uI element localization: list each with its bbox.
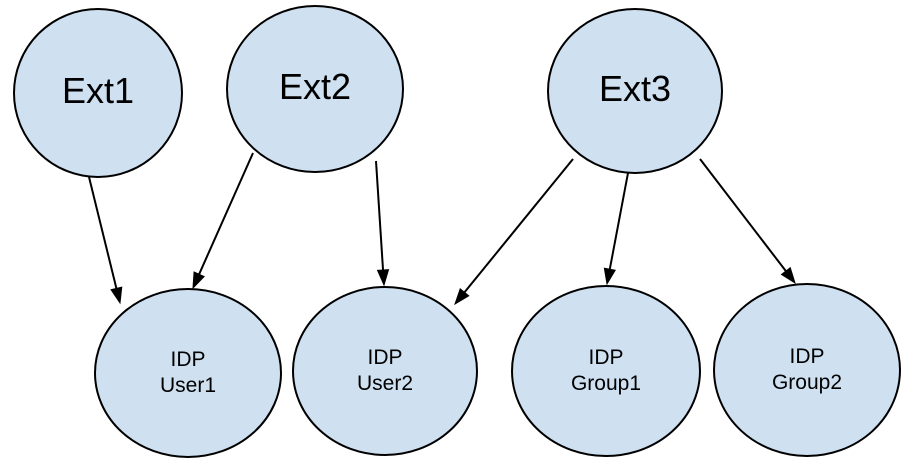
edge-ext2-to-idp-user2[interactable]: Ext2 → IDP User2 — [375, 160, 390, 287]
node-label-line: IDP — [367, 346, 402, 369]
edge-line — [699, 158, 788, 273]
node-ext3[interactable]: Ext3 — [547, 8, 723, 174]
node-label-idp-group2: IDP Group2 — [772, 345, 842, 394]
node-label-line: Group1 — [571, 372, 641, 395]
node-idp-user1[interactable]: IDP User1 — [94, 288, 282, 458]
node-label-line: IDP — [789, 345, 824, 368]
edge-line — [462, 158, 574, 295]
arrowhead-icon — [376, 269, 390, 287]
node-shape-idp-user2 — [292, 286, 478, 456]
node-label-line: User2 — [357, 372, 413, 395]
node-label-line: Ext2 — [279, 66, 351, 107]
edge-ext2-to-idp-user1[interactable]: Ext2 → IDP User1 — [192, 152, 254, 290]
arrowhead-icon — [192, 271, 205, 290]
edge-line — [375, 160, 385, 272]
node-label-line: Ext3 — [599, 68, 671, 109]
edge-ext3-to-idp-group2[interactable]: Ext3 → IDP Group2 — [699, 158, 796, 285]
arrowhead-icon — [780, 266, 796, 285]
node-idp-user2[interactable]: IDP User2 — [292, 286, 478, 456]
node-ext1[interactable]: Ext1 — [13, 8, 183, 178]
arrowhead-icon — [603, 267, 616, 286]
node-label-line: IDP — [588, 346, 623, 369]
edge-line — [197, 152, 254, 277]
node-label-line: Ext1 — [62, 70, 134, 111]
edge-line — [88, 176, 118, 291]
edge-ext3-to-idp-group1[interactable]: Ext3 → IDP Group1 — [603, 172, 629, 286]
node-label-ext1: Ext1 — [62, 70, 134, 111]
arrowhead-icon — [110, 286, 123, 305]
node-label-line: Group2 — [772, 371, 842, 394]
node-label-line: IDP — [170, 348, 205, 371]
edge-ext1-to-idp-user1[interactable]: Ext1 → IDP User1 — [88, 176, 123, 305]
node-label-idp-user1: IDP User1 — [160, 348, 216, 397]
node-shape-ext2 — [226, 5, 404, 173]
node-label-ext3: Ext3 — [599, 68, 671, 109]
node-ext2[interactable]: Ext2 — [226, 5, 404, 173]
node-idp-group2[interactable]: IDP Group2 — [713, 283, 901, 457]
edges-layer: Ext1 → IDP User1 Ext2 → IDP User1 Ext2 → I… — [88, 152, 796, 306]
arrowhead-icon — [454, 288, 470, 306]
node-shape-idp-user1 — [94, 288, 282, 458]
node-shape-ext3 — [547, 8, 723, 174]
edge-line — [608, 172, 629, 271]
node-idp-group1[interactable]: IDP Group1 — [511, 285, 701, 457]
node-label-idp-user2: IDP User2 — [357, 346, 413, 395]
edge-ext3-to-idp-user2[interactable]: Ext3 → IDP User2 — [454, 158, 574, 306]
node-label-line: User1 — [160, 374, 216, 397]
node-label-ext2: Ext2 — [279, 66, 351, 107]
node-shape-ext1 — [13, 8, 183, 178]
node-label-idp-group1: IDP Group1 — [571, 346, 641, 395]
node-shape-idp-group2 — [713, 283, 901, 457]
node-shape-idp-group1 — [511, 285, 701, 457]
